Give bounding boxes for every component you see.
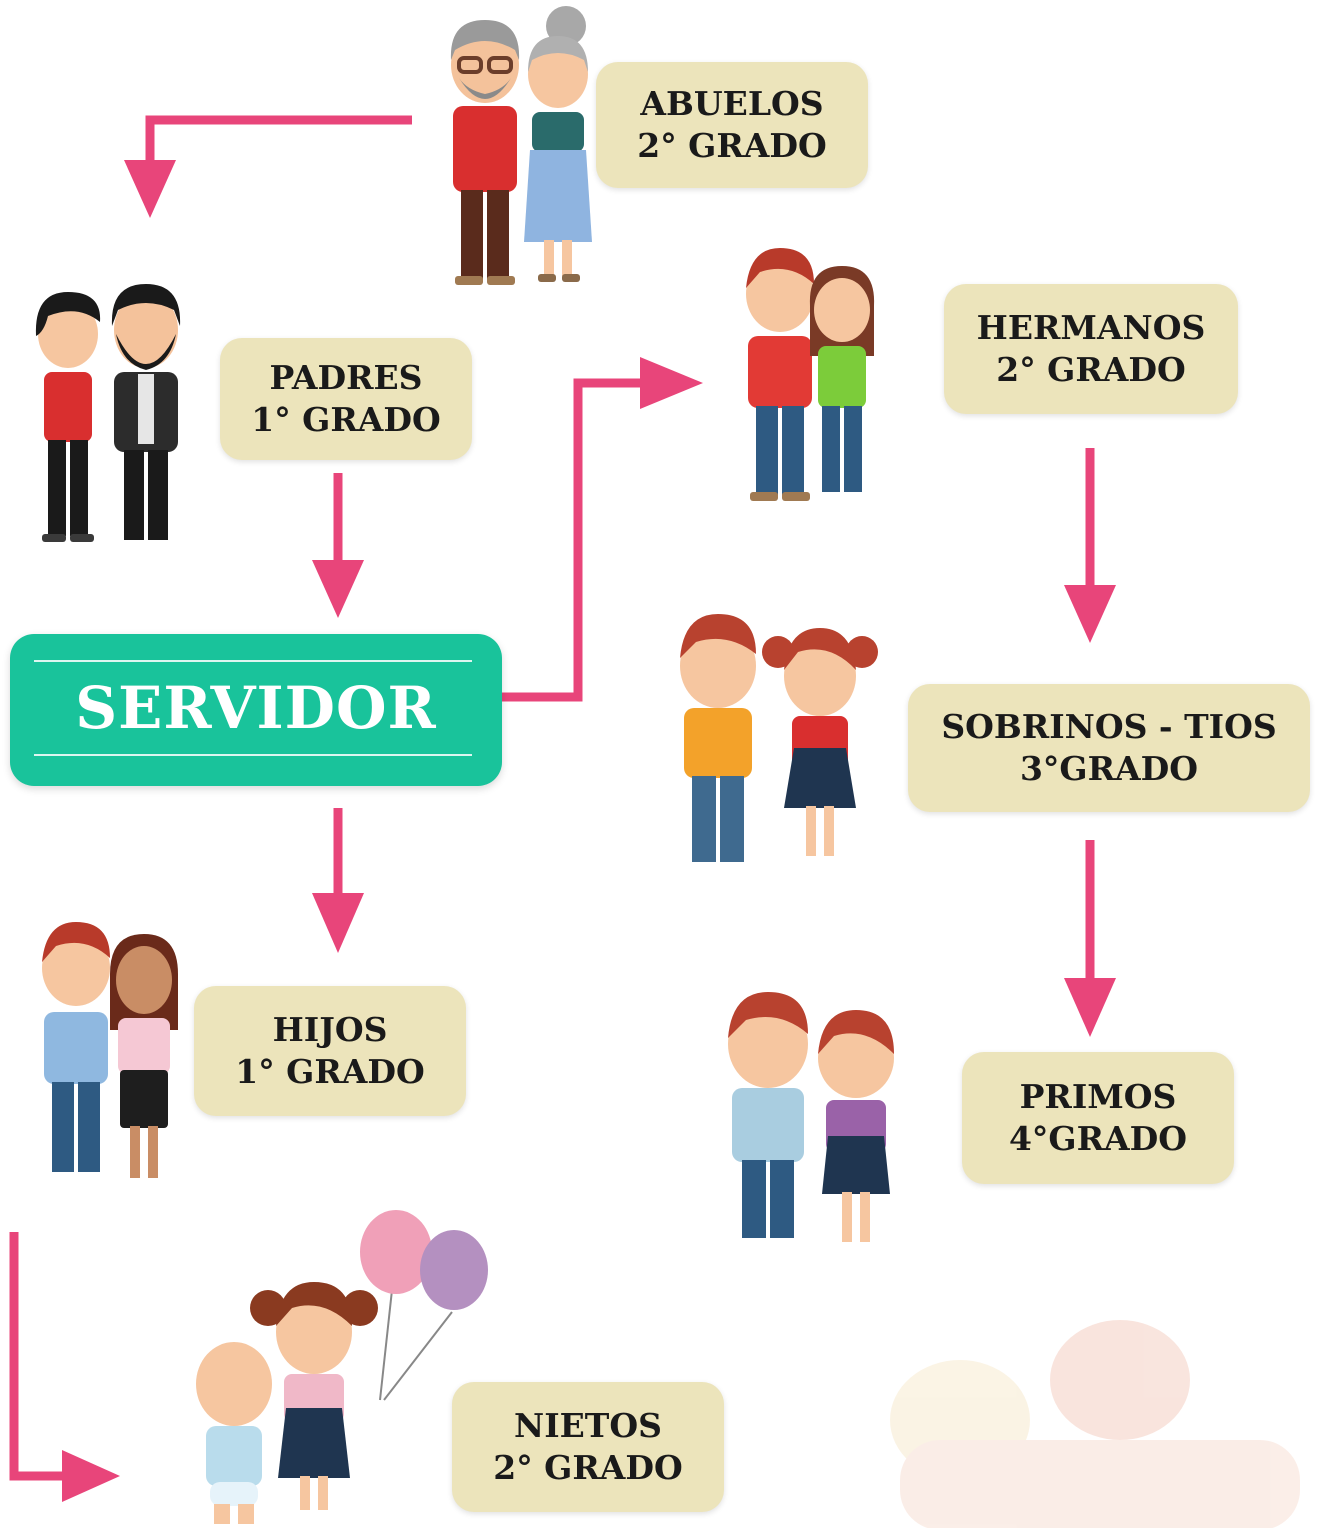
arrow-hijos-to-nietos [9, 1232, 80, 1481]
children-couple-icon [42, 922, 178, 1178]
cousins-couple-icon [728, 992, 894, 1242]
hermanos-grade: 2° GRADO [996, 350, 1186, 389]
sobrinos-label: SOBRINOS - TIOS 3°GRADO [908, 684, 1310, 812]
arrowhead-nietos [62, 1450, 120, 1502]
arrowhead-padres [124, 160, 176, 218]
grandchildren-with-balloons-icon [196, 1210, 488, 1524]
hijos-name: HIJOS [272, 1010, 388, 1049]
sobrinos-grade: 3°GRADO [1019, 749, 1199, 788]
nietos-grade: 2° GRADO [493, 1448, 683, 1487]
abuelos-label: ABUELOS 2° GRADO [596, 62, 868, 188]
arrowhead-primos [1064, 978, 1116, 1037]
hermanos-label: HERMANOS 2° GRADO [944, 284, 1238, 414]
grandparents-couple-icon [450, 6, 592, 285]
hijos-label: HIJOS 1° GRADO [194, 986, 466, 1116]
servidor-center-node: SERVIDOR [10, 634, 502, 786]
padres-grade: 1° GRADO [251, 400, 441, 439]
hermanos-name: HERMANOS [976, 308, 1206, 347]
servidor-title: SERVIDOR [75, 674, 437, 742]
top-rule [34, 660, 472, 662]
siblings-couple-icon [746, 248, 875, 501]
arrowhead-sobrinos [1064, 585, 1116, 643]
padres-label: PADRES 1° GRADO [220, 338, 472, 460]
bottom-rule [34, 754, 472, 756]
padres-name: PADRES [269, 358, 423, 397]
arrow-servidor-to-hermanos [502, 378, 660, 702]
arrowhead-hijos [312, 893, 364, 953]
abuelos-grade: 2° GRADO [637, 126, 827, 165]
arrowhead-hermanos [640, 357, 703, 409]
nietos-label: NIETOS 2° GRADO [452, 1382, 724, 1512]
sobrinos-name: SOBRINOS - TIOS [941, 707, 1277, 746]
nephew-niece-couple-icon [680, 614, 878, 862]
faded-family-watermark [890, 1320, 1300, 1528]
nietos-name: NIETOS [514, 1406, 662, 1445]
abuelos-name: ABUELOS [640, 84, 824, 123]
arrowhead-servidor [312, 560, 364, 618]
primos-name: PRIMOS [1019, 1077, 1177, 1116]
parents-couple-icon [35, 284, 181, 542]
primos-label: PRIMOS 4°GRADO [962, 1052, 1234, 1184]
hijos-grade: 1° GRADO [235, 1052, 425, 1091]
primos-grade: 4°GRADO [1008, 1119, 1188, 1158]
